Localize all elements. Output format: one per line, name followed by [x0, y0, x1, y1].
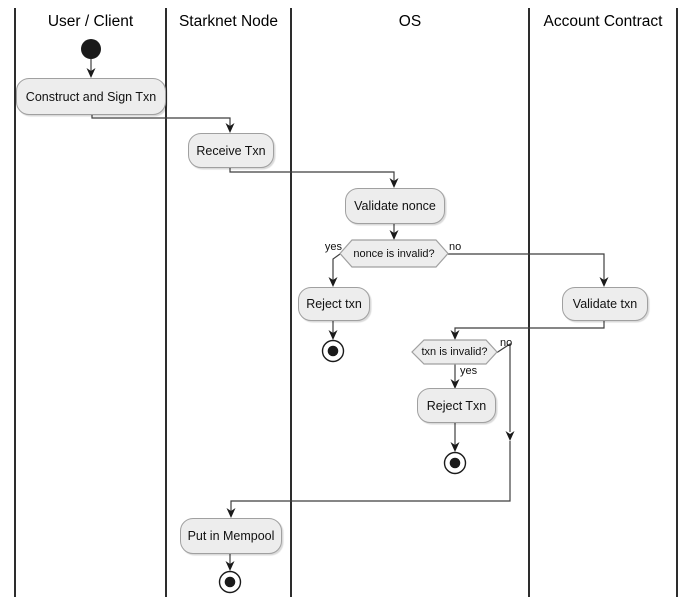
- arrowhead-into-receive: [225, 123, 235, 133]
- swimlane-divider-right: [676, 8, 678, 597]
- edge-nonce-no: [448, 253, 605, 280]
- decision-shapes: [339, 239, 498, 365]
- arrowhead-into-mempool: [226, 508, 236, 518]
- decision-label-nonce-invalid: nonce is invalid?: [353, 247, 435, 260]
- activity-node-receive-txn: Receive Txn: [188, 133, 274, 168]
- lane-title-user-client: User / Client: [47, 13, 134, 30]
- edge-label-txn-yes: yes: [460, 365, 478, 377]
- edge-nonce-yes: [332, 253, 341, 280]
- arrowhead-into-end-2: [450, 442, 460, 452]
- start-node-icon: [81, 39, 101, 59]
- end-node-icon-reject-os: [443, 451, 467, 475]
- activity-node-construct-sign: Construct and Sign Txn: [16, 78, 166, 115]
- arrowhead-into-reject-txn-os: [450, 379, 460, 389]
- activity-node-validate-nonce: Validate nonce: [345, 188, 445, 224]
- activity-node-reject-txn-os: Reject Txn: [417, 388, 496, 423]
- terminal-nodes: [81, 39, 467, 594]
- decision-hexagon-nonce-invalid: [339, 239, 449, 268]
- activity-node-validate-txn: Validate txn: [562, 287, 648, 321]
- decision-hexagon-txn-invalid: [411, 339, 498, 365]
- arrowhead-into-construct: [86, 68, 96, 78]
- arrowhead-into-end-3: [225, 561, 235, 571]
- arrowhead-into-validate-txn: [599, 277, 609, 287]
- edge-merge-to-mempool: [230, 441, 511, 511]
- edge-label-nonce-yes: yes: [324, 241, 342, 253]
- arrowhead-into-nonce-decision: [389, 230, 399, 240]
- lane-title-starknet-node: Starknet Node: [178, 13, 279, 30]
- swimlane-divider-left: [14, 8, 16, 597]
- edge-label-nonce-no: no: [449, 241, 462, 253]
- arrowhead-merge-point: [505, 431, 515, 441]
- arrowhead-into-reject-txn: [328, 277, 338, 287]
- lane-title-os: OS: [398, 13, 422, 30]
- arrowhead-into-txn-decision: [450, 330, 460, 340]
- edge-construct-to-receive: [91, 113, 231, 126]
- end-node-icon-mempool: [218, 570, 242, 594]
- activity-node-reject-txn-nonce: Reject txn: [298, 287, 370, 321]
- edge-label-txn-no: no: [500, 337, 513, 349]
- decision-label-txn-invalid: txn is invalid?: [421, 346, 488, 358]
- swimlane-divider-user-node: [165, 8, 167, 597]
- swimlane-divider-os-account: [528, 8, 530, 597]
- edge-txn-no: [496, 342, 511, 432]
- edge-validate-txn-to-decision: [454, 319, 605, 333]
- end-node-icon-reject-nonce: [321, 339, 345, 363]
- connector-lines: [90, 59, 605, 564]
- activity-node-put-in-mempool: Put in Mempool: [180, 518, 282, 554]
- arrowhead-into-end-1: [328, 330, 338, 340]
- lane-title-account-contract: Account Contract: [543, 13, 663, 30]
- edge-receive-to-validate-nonce: [229, 166, 395, 181]
- arrowhead-into-validate-nonce: [389, 178, 399, 188]
- swimlane-divider-node-os: [290, 8, 292, 597]
- arrowheads: [86, 68, 609, 571]
